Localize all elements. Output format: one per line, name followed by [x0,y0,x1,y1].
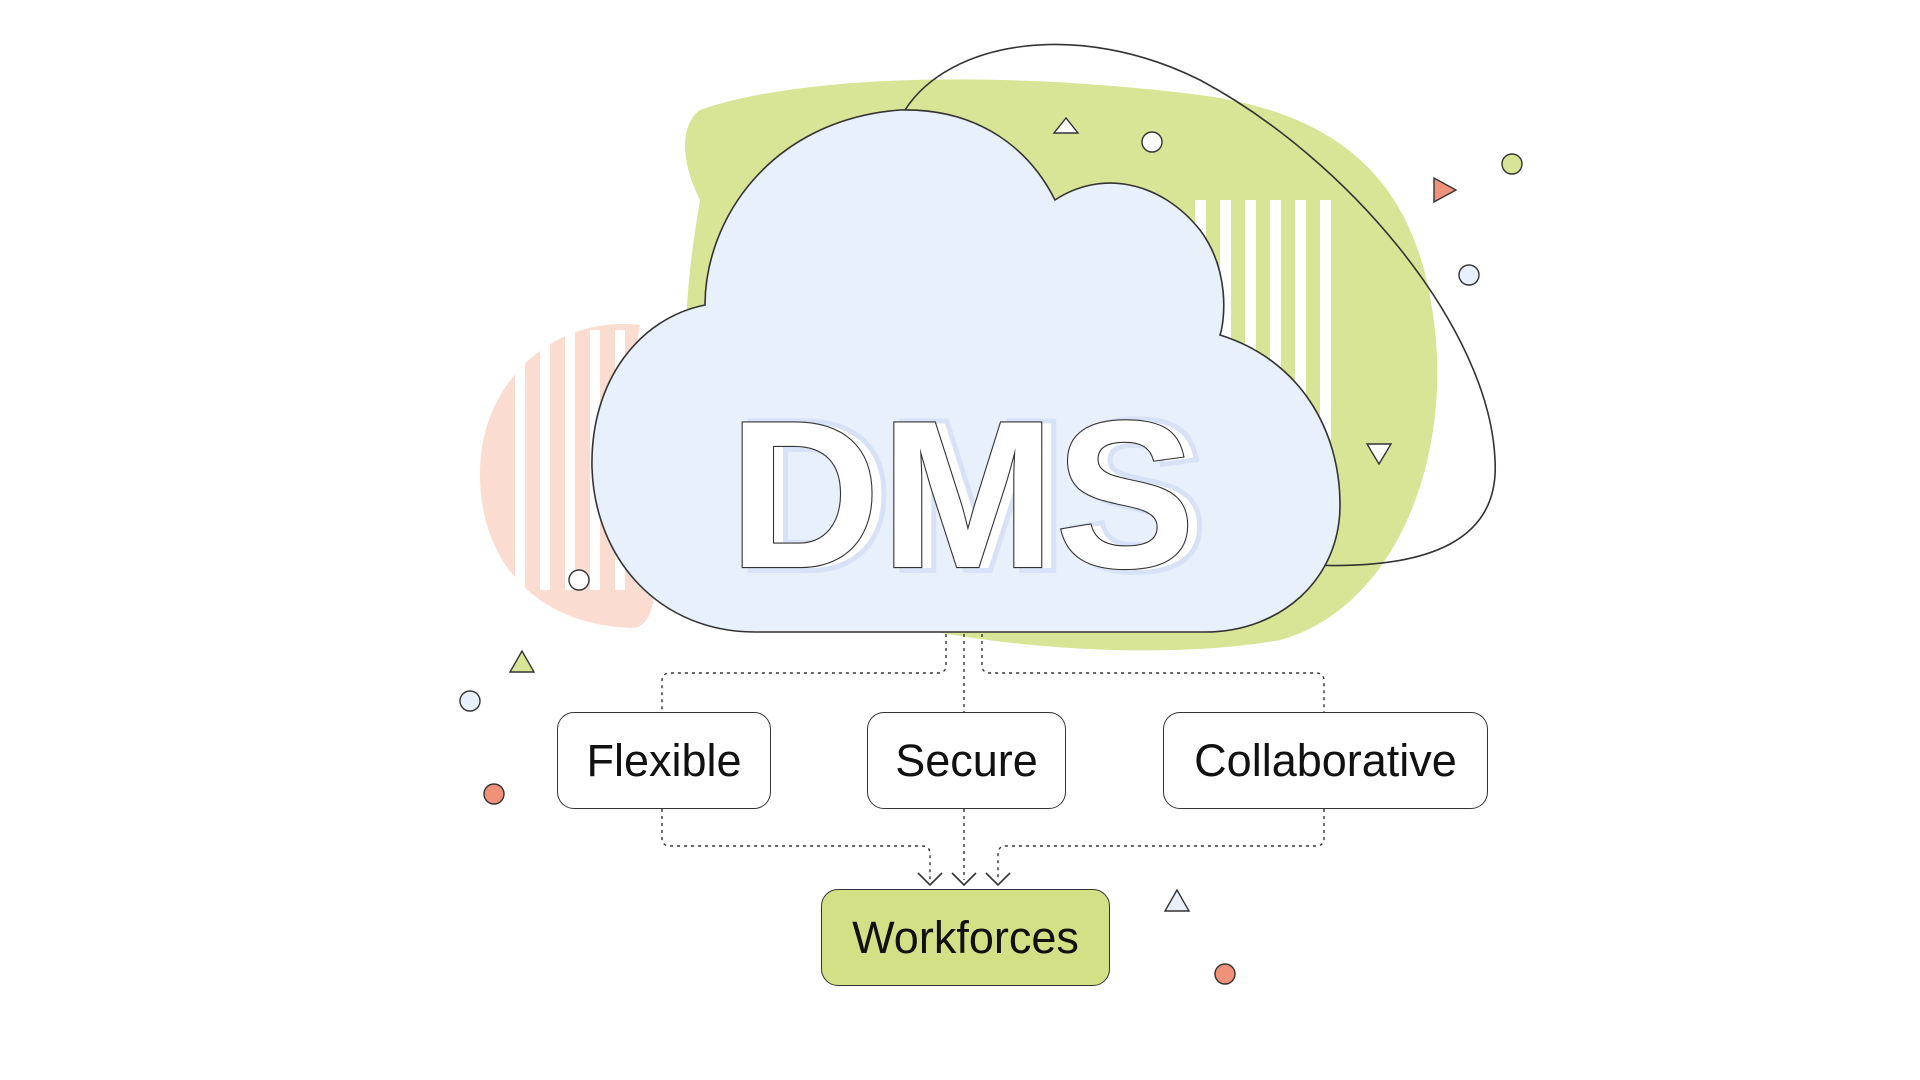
arrow-head-left [917,872,943,887]
circle-orange-bottom [1214,963,1236,985]
triangle-orange-right [1433,176,1458,204]
quality-flexible-label: Flexible [586,734,742,786]
circle-orange-left [483,783,505,805]
target-workforces-label: Workforces [852,911,1079,963]
circle-blue-right [1458,264,1480,286]
quality-secure-box: Secure [867,712,1066,809]
connector-qualities-to-workforces [661,809,1325,880]
quality-collaborative-box: Collaborative [1163,712,1488,809]
triangle-green-left [508,649,536,673]
dms-title-shadow: DMS [739,378,1206,613]
connector-cloud-to-qualities [661,634,1325,712]
arrow-head-center [951,872,977,887]
cloud-shape [591,109,1341,633]
triangle-blue-bottom [1163,888,1191,912]
quality-flexible-box: Flexible [557,712,771,809]
triangle-down-right [1365,443,1393,466]
arrow-head-right [985,872,1011,887]
circle-blue-left [459,690,481,712]
circle-white-left [568,569,590,591]
dms-title: DMS [729,377,1196,612]
decorations [459,116,1523,985]
arrowheads [917,872,1011,887]
orbit-line [904,43,1496,567]
quality-collaborative-label: Collaborative [1194,734,1457,786]
circle-green-top-right [1501,153,1523,175]
quality-secure-label: Secure [895,734,1038,786]
triangle-top [1052,116,1080,134]
target-workforces-box: Workforces [821,889,1110,986]
circle-top [1141,131,1163,153]
